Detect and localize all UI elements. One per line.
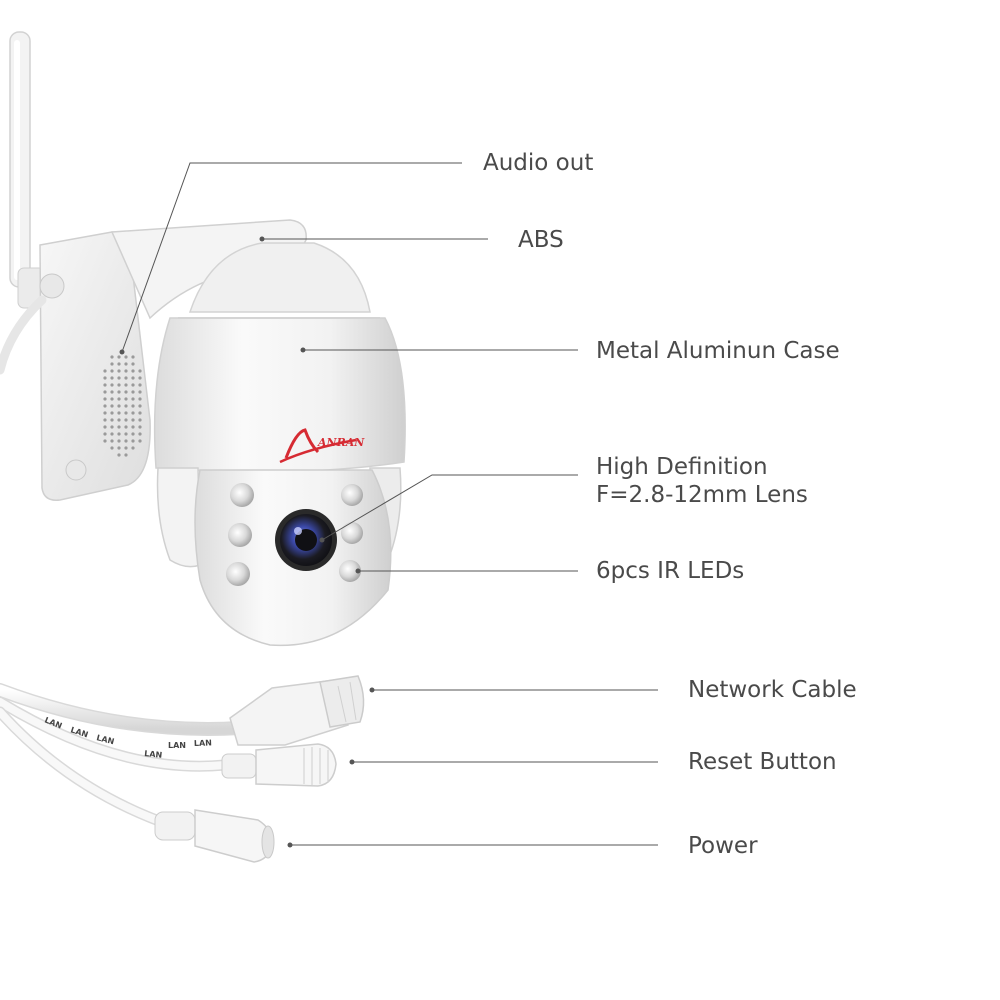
callout-lens: High Definition F=2.8-12mm Lens <box>596 453 808 509</box>
camera-housing <box>156 467 402 647</box>
power-connector <box>154 809 275 863</box>
callout-metal-case: Metal Aluminun Case <box>596 338 840 364</box>
callout-abs: ABS <box>518 227 564 253</box>
camera-lens-icon <box>275 509 337 571</box>
brand-logo: ANRAN <box>279 428 365 464</box>
cable-print: LAN <box>168 741 186 750</box>
cable-print: LAN <box>194 738 212 748</box>
bracket-cable <box>0 295 47 375</box>
callout-power: Power <box>688 833 758 859</box>
cable-print: LAN <box>96 733 116 746</box>
callout-lens-line2: F=2.8-12mm Lens <box>596 482 808 508</box>
ir-led-array <box>226 483 363 586</box>
ir-led-icon <box>341 522 363 544</box>
ir-led-icon <box>228 523 252 547</box>
leader-dots <box>119 236 375 848</box>
ir-led-icon <box>341 484 363 506</box>
ir-led-icon <box>230 483 254 507</box>
ir-led-icon <box>226 562 250 586</box>
callout-reset-button: Reset Button <box>688 749 837 775</box>
brand-logo-text: ANRAN <box>317 436 365 449</box>
callout-network-cable: Network Cable <box>688 677 857 703</box>
speaker-grille-icon <box>103 355 142 457</box>
leader-lens <box>321 474 578 541</box>
leader-audio-out <box>121 162 462 353</box>
callout-audio-out: Audio out <box>483 150 594 176</box>
reset-connector <box>221 743 337 787</box>
ir-led-icon <box>339 560 361 582</box>
callout-ir-leds: 6pcs IR LEDs <box>596 558 745 584</box>
cable-print: LAN <box>144 749 163 760</box>
cables: LAN LAN LAN LAN LAN LAN <box>0 675 365 863</box>
leader-lines <box>121 162 658 846</box>
network-connector <box>229 675 365 746</box>
callout-lens-line1: High Definition <box>596 454 768 480</box>
camera-dome <box>153 242 406 473</box>
